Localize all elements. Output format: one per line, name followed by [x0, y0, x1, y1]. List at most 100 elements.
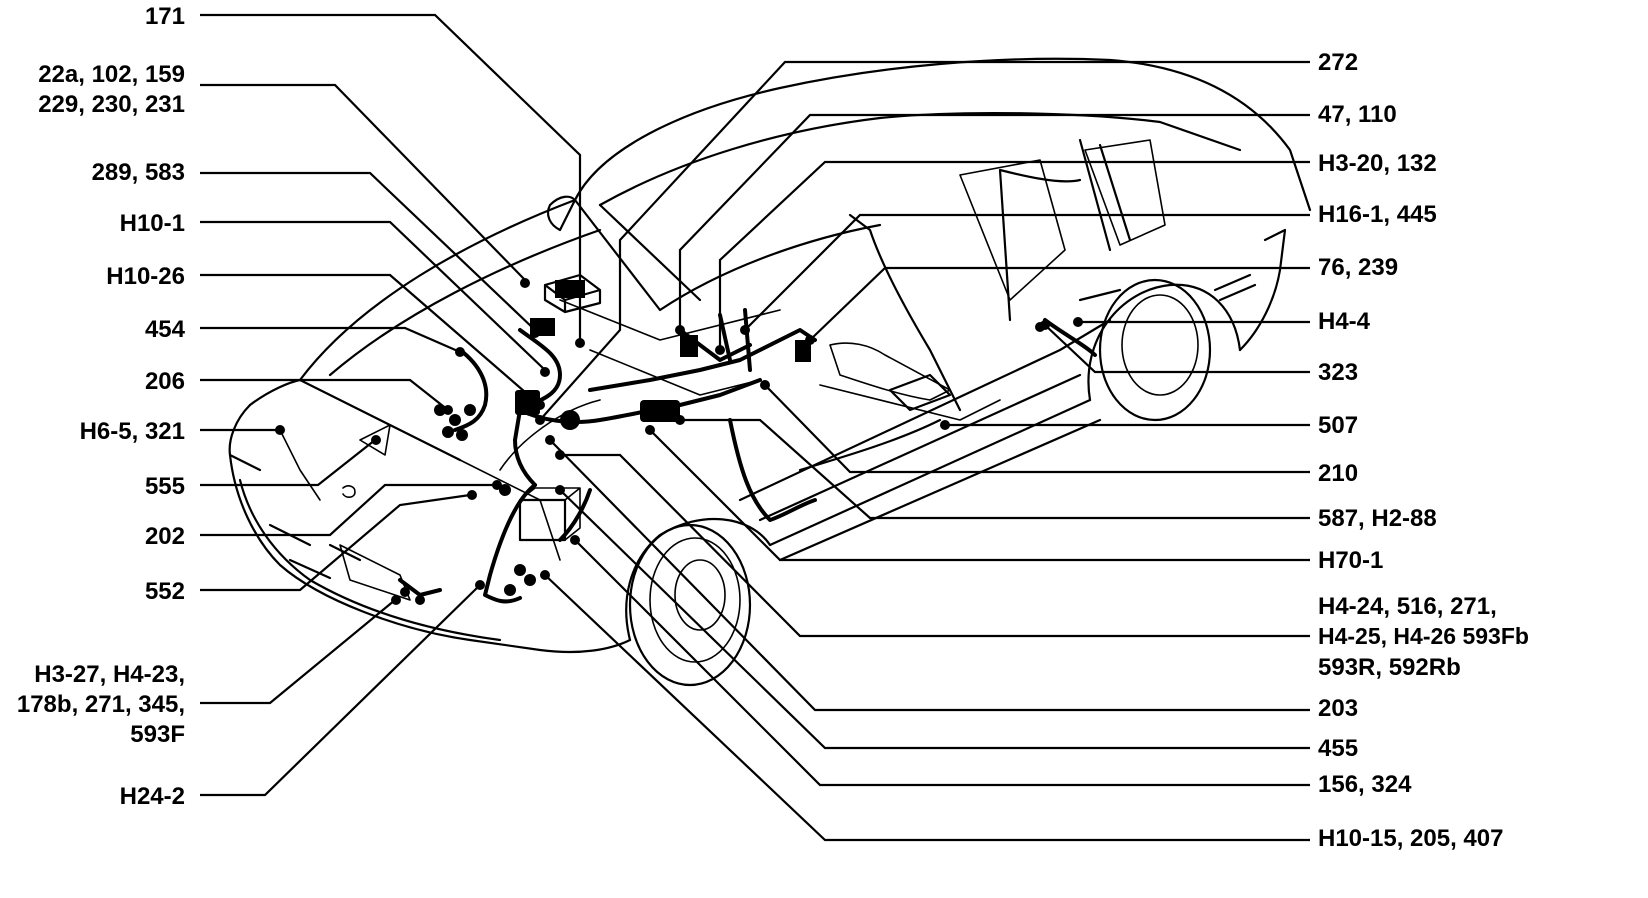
battery	[518, 498, 567, 542]
leader-H3-27	[200, 599, 396, 705]
svg-text:323: 323	[1318, 359, 1358, 386]
label-H4-24-line3: 593R, 592Rb	[1318, 654, 1461, 681]
label-H4-4: H4-4	[1318, 308, 1371, 335]
label-323: 323	[1318, 359, 1358, 386]
label-H4-24-line2: H4-25, H4-26 593Fb	[1318, 623, 1529, 649]
leader-22a	[200, 83, 526, 281]
svg-text:593R, 592Rb: 593R, 592Rb	[1318, 654, 1461, 681]
leader-H10-15	[544, 574, 1310, 842]
leader-47	[678, 113, 1310, 330]
svg-text:H3-27, H4-23,: H3-27, H4-23,	[34, 661, 185, 688]
label-H10-26: H10-26	[106, 263, 185, 290]
leader-H10-1	[200, 220, 546, 371]
svg-text:H4-24, 516, 271,: H4-24, 516, 271,	[1318, 593, 1497, 620]
leader-171	[200, 13, 582, 340]
leader-H24-2	[200, 584, 481, 797]
svg-text:555: 555	[145, 473, 185, 500]
label-289: 289, 583	[92, 159, 185, 186]
leader-H3-20	[718, 160, 1310, 350]
label-H70-1: H70-1	[1318, 547, 1383, 574]
label-H10-15: H10-15, 205, 407	[1318, 825, 1503, 852]
svg-text:H70-1: H70-1	[1318, 547, 1383, 574]
svg-text:H10-1: H10-1	[120, 210, 185, 237]
svg-text:H3-20, 132: H3-20, 132	[1318, 150, 1437, 177]
labels-right: 272 47, 110 H3-20, 132 H16-1, 445 76, 23…	[1318, 49, 1529, 852]
label-22a-line2: 229, 230, 231	[38, 91, 185, 118]
car-roof	[573, 57, 1312, 212]
svg-text:203: 203	[1318, 695, 1358, 722]
svg-text:22a, 102, 159: 22a, 102, 159	[38, 61, 185, 88]
label-H3-27-line2: 178b, 271, 345,	[17, 691, 185, 718]
label-H3-20: H3-20, 132	[1318, 150, 1437, 177]
svg-text:H6-5, 321: H6-5, 321	[80, 418, 185, 445]
leader-552	[200, 493, 471, 592]
leader-H70-1	[649, 429, 1310, 562]
leader-272	[539, 60, 1310, 421]
label-H3-27-line1: H3-27, H4-23,	[34, 661, 185, 688]
leader-455	[559, 489, 1310, 750]
svg-text:H10-15, 205, 407: H10-15, 205, 407	[1318, 825, 1503, 852]
leader-206	[200, 378, 449, 411]
svg-text:210: 210	[1318, 460, 1358, 487]
wiring-harness	[398, 280, 1097, 605]
svg-text:H10-26: H10-26	[106, 263, 185, 290]
rear-wheel	[1087, 283, 1242, 402]
label-156: 156, 324	[1318, 771, 1412, 798]
svg-text:552: 552	[145, 578, 185, 605]
leader-203	[549, 439, 1310, 712]
label-555: 555	[145, 473, 185, 500]
leader-H16-1	[744, 213, 1310, 331]
label-H16-1: H16-1, 445	[1318, 201, 1437, 228]
label-H6-5: H6-5, 321	[80, 418, 185, 445]
windshield	[573, 198, 882, 312]
svg-text:156, 324: 156, 324	[1318, 771, 1412, 798]
svg-text:454: 454	[145, 316, 186, 343]
leader-156	[574, 539, 1310, 787]
leader-587	[680, 418, 1310, 520]
svg-text:H4-4: H4-4	[1318, 308, 1371, 335]
rear-door	[1078, 138, 1132, 302]
hood	[298, 198, 602, 462]
svg-text:229, 230, 231: 229, 230, 231	[38, 91, 185, 118]
svg-text:47, 110: 47, 110	[1318, 101, 1397, 128]
svg-text:507: 507	[1318, 412, 1358, 439]
leader-289	[200, 171, 536, 331]
label-H3-27-line3: 593F	[130, 721, 185, 748]
leader-lines	[200, 13, 1310, 842]
svg-text:178b, 271, 345,: 178b, 271, 345,	[17, 691, 185, 718]
leader-323	[1044, 324, 1310, 374]
label-171: 171	[145, 3, 185, 30]
connector-points	[275, 278, 1083, 605]
svg-text:272: 272	[1318, 49, 1358, 76]
labels-left: 171 22a, 102, 159 229, 230, 231 289, 583…	[17, 3, 186, 810]
label-210: 210	[1318, 460, 1358, 487]
label-H10-1: H10-1	[120, 210, 185, 237]
label-455: 455	[1318, 735, 1358, 762]
leader-555	[200, 439, 376, 487]
leader-H4-24	[560, 453, 1310, 638]
svg-text:455: 455	[1318, 735, 1358, 762]
label-H4-24-line1: H4-24, 516, 271,	[1318, 593, 1497, 620]
svg-text:H24-2: H24-2	[120, 783, 185, 810]
leader-454	[200, 326, 461, 354]
leader-202	[200, 483, 495, 537]
front-bumper	[228, 453, 632, 654]
svg-text:202: 202	[145, 523, 185, 550]
label-H24-2: H24-2	[120, 783, 185, 810]
label-202: 202	[145, 523, 185, 550]
label-206: 206	[145, 368, 185, 395]
interior-seat	[829, 342, 951, 401]
leader-210	[764, 384, 1310, 474]
label-272: 272	[1318, 49, 1358, 76]
svg-text:H4-25, H4-26 593Fb: H4-25, H4-26 593Fb	[1318, 623, 1529, 649]
headlight	[339, 544, 411, 601]
label-454: 454	[145, 316, 186, 343]
svg-text:587, H2-88: 587, H2-88	[1318, 505, 1437, 532]
label-587: 587, H2-88	[1318, 505, 1437, 532]
label-22a-line1: 22a, 102, 159	[38, 61, 185, 88]
label-203: 203	[1318, 695, 1358, 722]
svg-text:289, 583: 289, 583	[92, 159, 185, 186]
svg-text:593F: 593F	[130, 721, 185, 748]
svg-text:76, 239: 76, 239	[1318, 254, 1398, 281]
